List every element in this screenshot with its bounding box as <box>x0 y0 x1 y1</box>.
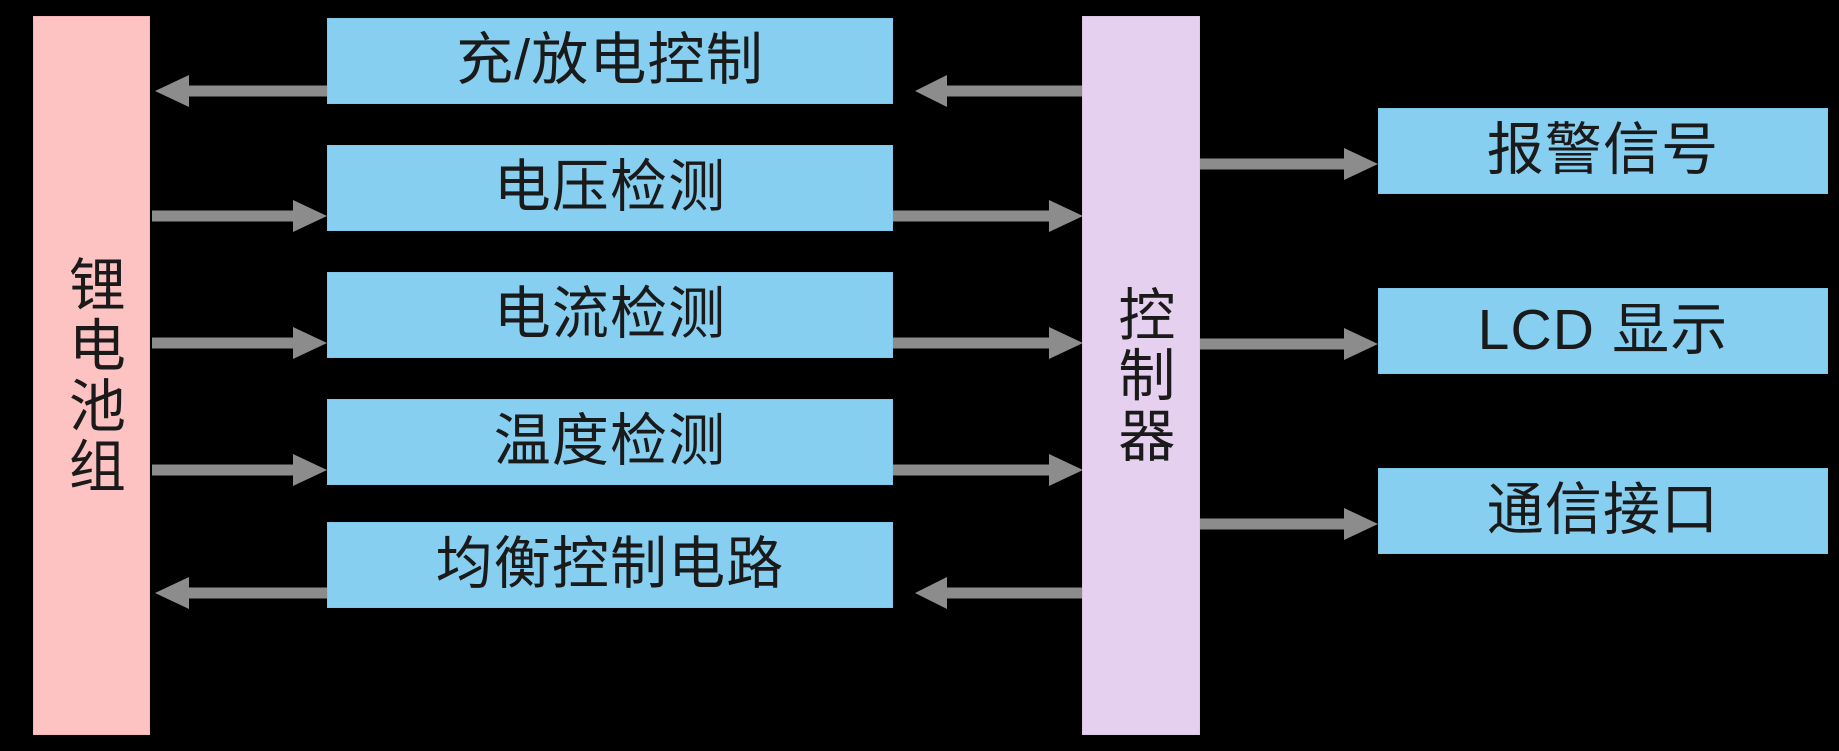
controller-label: 控制器 <box>1109 284 1174 467</box>
output-label: 报警信号 <box>1486 118 1720 183</box>
module-current-detection[interactable]: 电流检测 <box>327 272 893 358</box>
module-voltage-detection[interactable]: 电压检测 <box>327 145 893 231</box>
battery-pack-block[interactable]: 锂电池组 <box>33 16 150 735</box>
output-label: LCD 显示 <box>1477 298 1729 363</box>
module-temperature-detection[interactable]: 温度检测 <box>327 399 893 485</box>
output-label: 通信接口 <box>1486 478 1720 543</box>
module-label: 电压检测 <box>493 155 727 220</box>
output-lcd-display[interactable]: LCD 显示 <box>1378 288 1828 374</box>
module-label: 温度检测 <box>493 409 727 474</box>
module-label: 均衡控制电路 <box>435 532 785 597</box>
output-communication-interface[interactable]: 通信接口 <box>1378 468 1828 554</box>
module-label: 充/放电控制 <box>456 28 764 93</box>
module-label: 电流检测 <box>493 282 727 347</box>
module-balance-control-circuit[interactable]: 均衡控制电路 <box>327 522 893 608</box>
output-alarm-signal[interactable]: 报警信号 <box>1378 108 1828 194</box>
controller-block[interactable]: 控制器 <box>1082 16 1200 735</box>
battery-pack-label: 锂电池组 <box>60 254 125 497</box>
module-charge-discharge-control[interactable]: 充/放电控制 <box>327 18 893 104</box>
